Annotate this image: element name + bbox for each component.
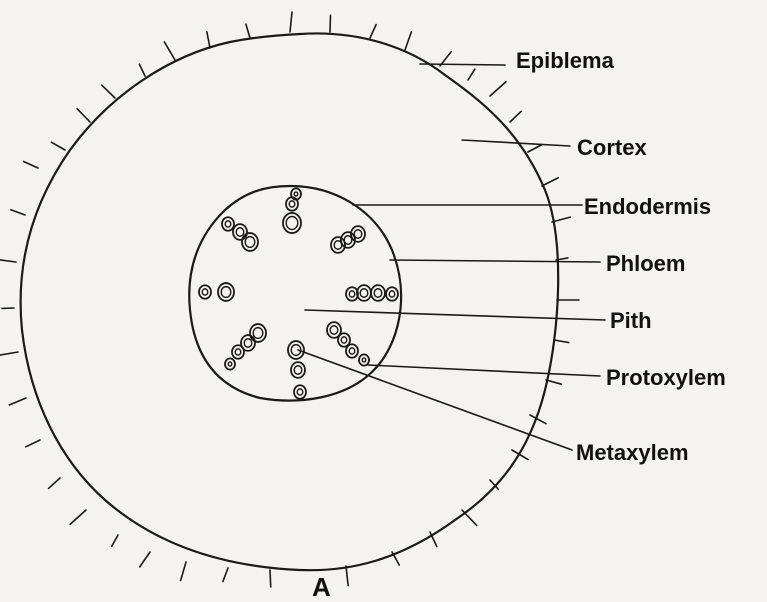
- root-hair: [139, 64, 145, 76]
- xylem-vessel: [354, 230, 362, 239]
- root-hair: [181, 562, 186, 581]
- xylem-vessel: [362, 358, 366, 362]
- root-hair: [164, 42, 175, 60]
- root-hair: [528, 145, 542, 152]
- protoxylem-leader: [368, 365, 600, 376]
- xylem-vessel: [250, 324, 266, 342]
- root-hair: [542, 178, 558, 186]
- xylem-vessel: [291, 362, 305, 378]
- root-hair: [270, 570, 271, 587]
- label-protoxylem: Protoxylem: [606, 365, 726, 390]
- root-hair: [346, 566, 348, 586]
- xylem-vessel: [245, 237, 255, 248]
- root-hair: [51, 142, 65, 150]
- root-hair: [49, 478, 60, 488]
- root-hair: [510, 111, 521, 122]
- xylem-vessel: [202, 289, 208, 295]
- figure-label: A: [312, 572, 331, 602]
- label-pith: Pith: [610, 308, 652, 333]
- xylem-vessel: [294, 366, 302, 375]
- phloem-leader: [390, 260, 600, 262]
- root-hair: [26, 440, 40, 447]
- label-metaxylem: Metaxylem: [576, 440, 689, 465]
- vascular-bundles: [199, 188, 398, 398]
- xylem-vessel: [349, 348, 355, 354]
- xylem-vessel: [286, 217, 298, 230]
- root-hair: [462, 510, 477, 525]
- root-hair: [290, 12, 292, 32]
- xylem-vessel: [218, 283, 234, 301]
- pith-leader: [305, 310, 605, 320]
- xylem-vessel: [225, 221, 231, 227]
- epiblema-outline: [21, 33, 559, 570]
- xylem-vessel: [235, 349, 241, 355]
- root-hair: [552, 217, 570, 222]
- xylem-vessel: [286, 197, 298, 210]
- root-hair: [207, 32, 210, 48]
- root-hair: [77, 109, 90, 122]
- xylem-vessel: [360, 289, 368, 298]
- xylem-vessel: [294, 192, 298, 196]
- xylem-vessel: [222, 217, 234, 230]
- root-hair: [546, 380, 561, 384]
- xylem-vessel: [389, 291, 395, 297]
- xylem-vessel: [199, 285, 211, 298]
- xylem-vessel: [225, 358, 235, 369]
- xylem-vessel: [233, 224, 247, 240]
- xylem-vessel: [288, 341, 304, 359]
- root-hair: [554, 340, 569, 343]
- xylem-vessel: [374, 289, 382, 298]
- root-hair: [370, 25, 376, 38]
- xylem-vessel: [346, 344, 358, 357]
- xylem-vessel: [236, 228, 244, 237]
- epiblema-leader: [420, 64, 505, 65]
- xylem-vessel: [232, 345, 244, 358]
- xylem-vessel: [330, 326, 338, 335]
- xylem-vessel: [341, 337, 347, 343]
- xylem-vessel: [244, 339, 252, 348]
- root-hairs: [0, 12, 579, 587]
- root-hair: [70, 510, 86, 524]
- root-hair: [0, 352, 18, 355]
- root-hair: [140, 552, 150, 567]
- label-epiblema: Epiblema: [516, 48, 615, 73]
- root-hair: [112, 535, 118, 546]
- root-hair: [24, 162, 38, 168]
- root-hair: [330, 15, 331, 32]
- xylem-vessel: [297, 389, 303, 395]
- xylem-vessel: [289, 201, 295, 207]
- root-hair: [490, 82, 506, 96]
- xylem-vessel: [242, 233, 258, 251]
- root-hair: [223, 568, 228, 582]
- xylem-vessel: [221, 287, 231, 298]
- label-endodermis: Endodermis: [584, 194, 711, 219]
- root-hair: [102, 85, 115, 98]
- xylem-vessel: [228, 362, 232, 366]
- root-hair: [405, 32, 411, 50]
- xylem-vessel: [294, 385, 306, 398]
- root-hair: [246, 24, 250, 38]
- xylem-vessel: [349, 291, 355, 297]
- label-cortex: Cortex: [577, 135, 647, 160]
- xylem-vessel: [253, 328, 263, 339]
- xylem-vessel: [357, 285, 371, 301]
- label-phloem: Phloem: [606, 251, 685, 276]
- root-hair: [0, 259, 16, 262]
- xylem-vessel: [386, 287, 398, 300]
- root-hair: [11, 210, 25, 215]
- root-hair: [9, 398, 26, 405]
- xylem-vessel: [371, 285, 385, 301]
- metaxylem-leader: [298, 350, 572, 450]
- root-hair: [468, 69, 475, 80]
- xylem-vessel: [359, 354, 369, 365]
